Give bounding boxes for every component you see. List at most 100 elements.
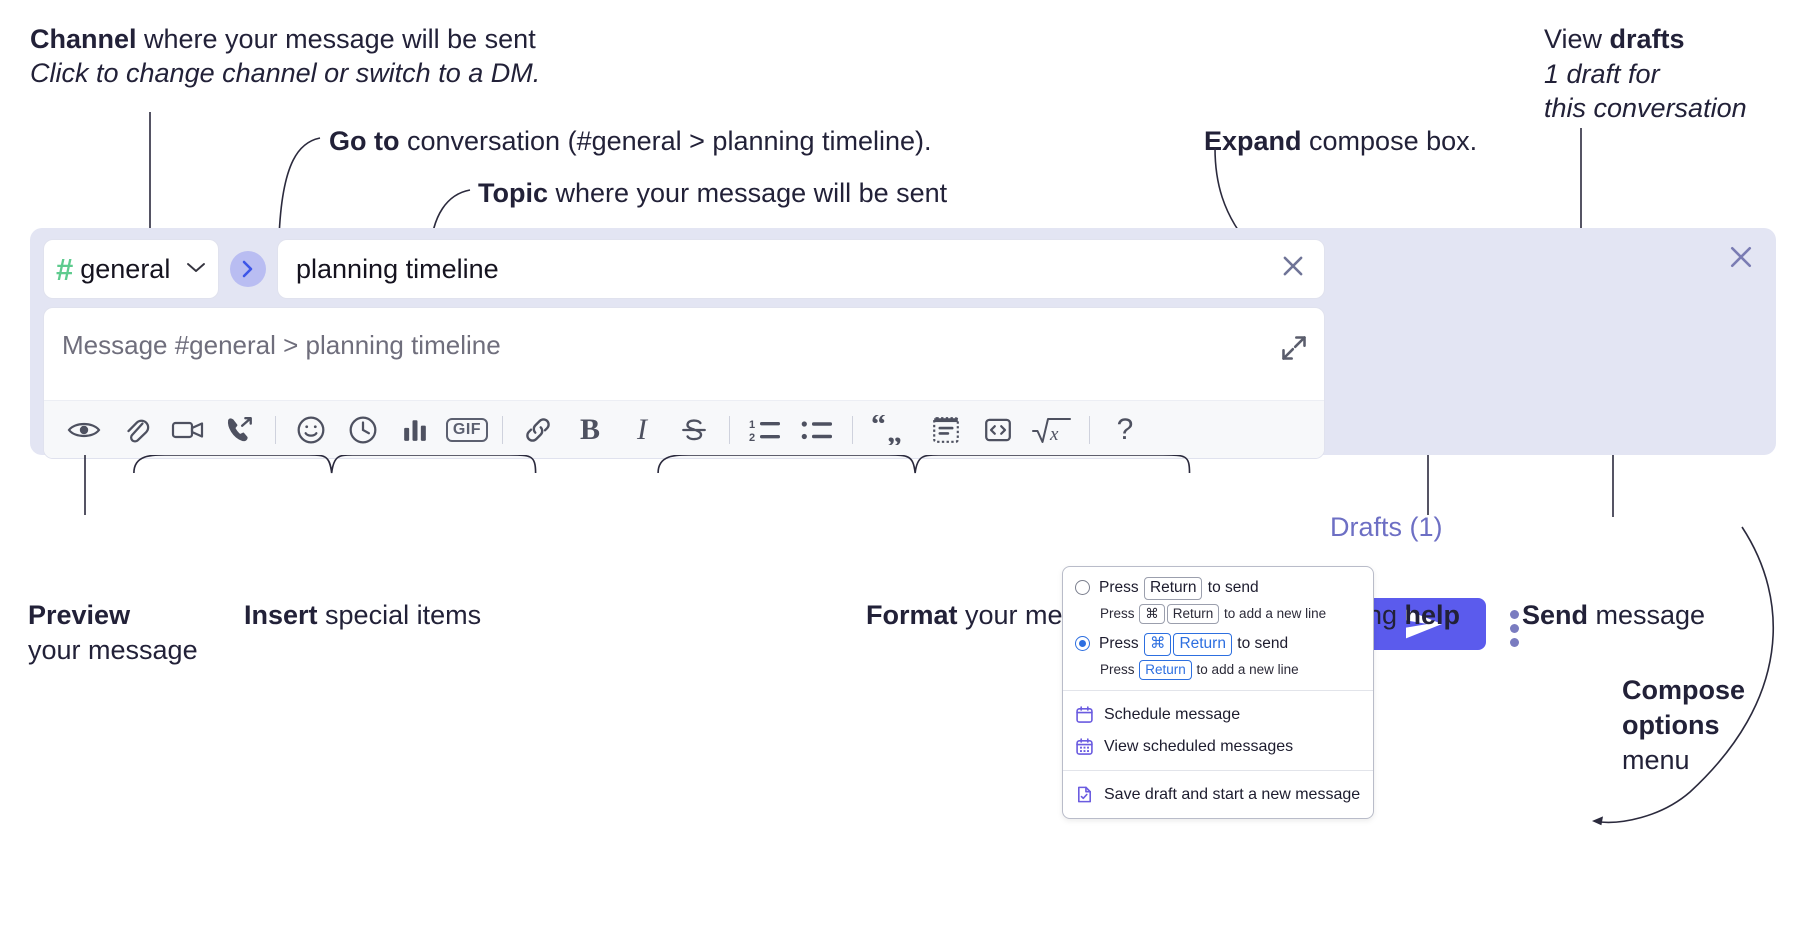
message-input-box[interactable]: Message #general > planning timeline (44, 308, 1324, 458)
radio-unselected[interactable] (1075, 580, 1090, 595)
code-block-icon[interactable] (920, 408, 972, 452)
chevron-right-icon (242, 260, 253, 278)
kbd-return: Return (1139, 660, 1192, 681)
send-shortcut-section: Press Return to send Press ⌘Return to ad… (1063, 567, 1373, 690)
draft-section: Save draft and start a new message (1063, 770, 1373, 818)
hash-icon: # (56, 251, 73, 287)
annotation-preview-bold: Preview (28, 600, 131, 630)
phone-forward-icon[interactable] (214, 408, 266, 452)
menu-item-schedule-message[interactable]: Schedule message (1075, 701, 1361, 728)
svg-text:“: “ (871, 415, 886, 441)
annotation-send-bold: Send (1522, 600, 1589, 630)
bulleted-list-icon[interactable] (791, 408, 843, 452)
svg-text:x: x (1049, 424, 1059, 445)
option1-post: to send (1203, 579, 1259, 596)
italic-icon[interactable]: I (616, 408, 668, 452)
composer-header-row: # general planning timeline (44, 240, 1324, 298)
annotation-goto-bold: Go to (329, 126, 400, 156)
blockquote-icon[interactable]: “ „ (862, 408, 920, 452)
close-icon[interactable] (1726, 242, 1756, 277)
latex-icon[interactable]: x (1024, 408, 1080, 452)
menu-option-cmd-return-to-send[interactable]: Press ⌘Return to send Press Return to ad… (1075, 633, 1361, 681)
clock-icon[interactable] (337, 408, 389, 452)
kbd-command: ⌘ (1139, 603, 1165, 625)
toolbar-divider (729, 415, 730, 444)
strikethrough-icon[interactable] (668, 408, 720, 452)
inline-code-icon[interactable] (972, 408, 1024, 452)
option2-pre: Press (1099, 635, 1143, 653)
annotation-channel-italic: Click to change channel or switch to a D… (30, 58, 541, 89)
go-to-conversation-button[interactable] (230, 251, 266, 287)
annotation-goto-rest: conversation (#general > planning timeli… (399, 126, 932, 156)
annotation-compose-options: Compose options menu (1622, 673, 1745, 778)
message-composer: Drafts (1) # general planning timeline (30, 228, 1776, 650)
bar-chart-icon[interactable] (389, 408, 441, 452)
annotation-channel-bold: Channel (30, 24, 137, 54)
option1-sub-pre: Press (1100, 605, 1139, 621)
annotation-help-bold: help (1404, 600, 1461, 630)
option1-sub-post: to add a new line (1220, 605, 1327, 621)
calendar-icon (1076, 706, 1093, 724)
option2-sub: Press Return to add a new line (1099, 660, 1299, 681)
annotation-send-rest: message (1588, 600, 1706, 630)
kebab-dot (1510, 610, 1519, 619)
help-label: ? (1116, 412, 1134, 446)
brace-preview-pointer (84, 455, 1614, 517)
annotation-drafts-plain: View (1544, 24, 1610, 54)
annotation-topic-bold: Topic (478, 178, 548, 208)
annotation-send: Send message (1522, 598, 1705, 632)
emoji-icon[interactable] (285, 408, 337, 452)
option1-line: Press Return to send (1099, 577, 1326, 600)
annotation-expand-bold: Expand (1204, 126, 1302, 156)
kebab-dot (1510, 638, 1519, 647)
help-icon[interactable]: ? (1099, 408, 1151, 452)
annotation-preview-line2: your message (28, 635, 198, 666)
gif-icon[interactable]: GIF (441, 408, 493, 452)
annotation-channel-rest: where your message will be sent (136, 24, 536, 54)
video-camera-icon[interactable] (162, 408, 214, 452)
menu-item-view-scheduled-messages[interactable]: View scheduled messages (1075, 733, 1361, 760)
toolbar-divider (852, 415, 853, 444)
menu-option-return-to-send[interactable]: Press Return to send Press ⌘Return to ad… (1075, 577, 1361, 625)
attachment-icon[interactable] (110, 408, 162, 452)
send-paper-plane-icon (1406, 609, 1442, 639)
annotation-goto: Go to conversation (#general > planning … (329, 124, 932, 158)
kbd-return: Return (1166, 603, 1220, 625)
annotation-compose-line1: Compose (1622, 675, 1746, 705)
channel-selector[interactable]: # general (44, 240, 218, 298)
annotation-expand-rest: compose box. (1301, 126, 1478, 156)
gif-label: GIF (445, 417, 489, 442)
menu-item-label: Schedule message (1104, 705, 1241, 723)
message-text-area[interactable]: Message #general > planning timeline (44, 308, 1324, 400)
annotation-compose-line3: menu (1622, 745, 1690, 776)
option2-sub-pre: Press (1100, 662, 1139, 678)
toolbar-divider (275, 415, 276, 444)
clear-topic-icon[interactable] (1278, 251, 1308, 287)
chevron-down-icon (186, 259, 206, 279)
kbd-command: ⌘ (1143, 633, 1172, 657)
expand-icon[interactable] (1280, 334, 1308, 367)
bold-icon[interactable]: B (564, 408, 616, 452)
kbd-return: Return (1143, 577, 1203, 600)
send-button[interactable] (1362, 598, 1486, 650)
topic-input[interactable]: planning timeline (278, 240, 1324, 298)
compose-options-menu-button[interactable] (1510, 610, 1519, 652)
ordered-list-icon[interactable]: 1 2 (739, 408, 791, 452)
option2-sub-post: to add a new line (1192, 662, 1299, 678)
channel-name: general (80, 253, 171, 284)
bold-label: B (579, 412, 600, 446)
radio-selected[interactable] (1075, 636, 1090, 652)
drafts-link[interactable]: Drafts (1) (1330, 512, 1443, 542)
annotation-preview: Preview your message (28, 598, 198, 668)
menu-item-save-draft[interactable]: Save draft and start a new message (1075, 781, 1361, 808)
kbd-return: Return (1173, 633, 1232, 657)
annotation-compose-line2: options (1622, 710, 1720, 741)
link-icon[interactable] (512, 408, 564, 452)
preview-eye-icon[interactable] (58, 408, 110, 452)
italic-label: I (637, 412, 647, 446)
option1-sub: Press ⌘Return to add a new line (1099, 603, 1327, 625)
calendar-grid-icon (1076, 738, 1093, 756)
menu-item-label: View scheduled messages (1104, 737, 1294, 755)
formatting-toolbar: GIF B I (44, 400, 1324, 458)
annotation-insert-bold: Insert (244, 600, 318, 630)
